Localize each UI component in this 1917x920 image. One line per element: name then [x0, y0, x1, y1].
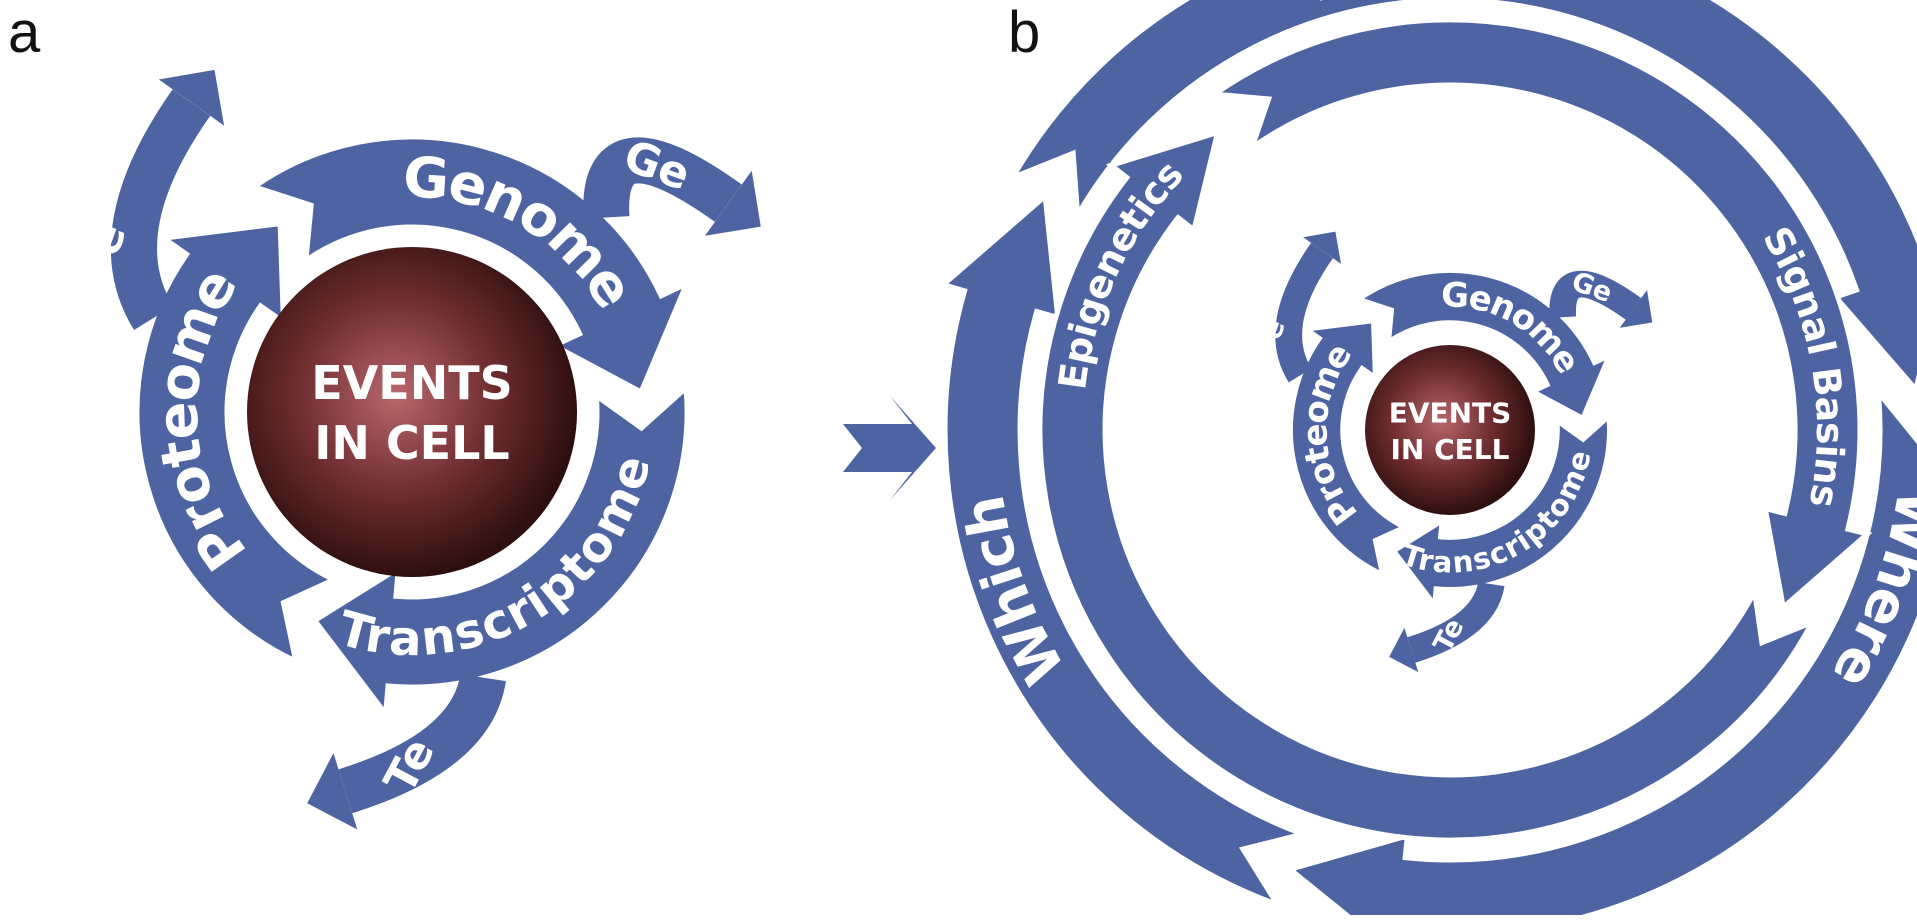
panel-a-core-line2: IN CELL — [314, 416, 509, 470]
panel-b-core-line1: EVENTS — [1389, 397, 1512, 430]
panel-b-diagram: WhenWhereWhichSignal BasinsEpigeneticsGe… — [938, 0, 1917, 920]
panel-b-te-branch-shaft — [1407, 581, 1505, 663]
panel-b-signal-basins-arrow — [1207, 17, 1873, 612]
panel-b-ge-branch-head — [1619, 290, 1653, 328]
right-arrow-icon — [843, 396, 936, 500]
panel-b-core-line2: IN CELL — [1391, 433, 1510, 466]
panel-a-diagram: GenomeTranscriptomeProteomeGeTePeEVENTSI… — [68, 69, 761, 830]
panel-b-label: b — [1008, 0, 1041, 65]
panel-a-genome-arrow — [248, 134, 692, 396]
panel-a-proteome-arrow — [134, 220, 340, 666]
panel-b-core-circle — [1365, 345, 1535, 515]
panel-b-pe-branch-shaft — [1275, 242, 1333, 383]
panel-a-core-circle — [247, 247, 577, 577]
panel-b-which-arrow — [938, 191, 1312, 910]
panel-a-transcriptome-arrow — [311, 382, 690, 721]
panel-b-epigenetics-arrow — [1037, 128, 1818, 843]
panel-a-te-branch-head — [307, 753, 358, 830]
panel-a-ge-branch-shaft — [583, 137, 742, 222]
panel-b-where-arrow — [1284, 384, 1917, 920]
panel-b-te-branch-head — [1389, 627, 1419, 673]
panel-a-core-line1: EVENTS — [311, 356, 512, 410]
panel-b-pe-branch-head — [1303, 231, 1341, 264]
panel-a-label: a — [8, 0, 41, 65]
panel-b-when-arrow — [1006, 0, 1917, 395]
panel-a-pe-branch-shaft — [110, 89, 211, 331]
panel-a-ge-branch-head — [705, 170, 761, 236]
panel-a-te-branch-shaft — [338, 673, 506, 814]
panel-b-genome-arrow — [1352, 268, 1615, 422]
panel-a-pe-branch-head — [158, 69, 225, 126]
panel-b-transcriptome-arrow — [1389, 410, 1612, 612]
panel-b-ge-branch-shaft — [1549, 270, 1642, 320]
panel-b-proteome-arrow — [1288, 317, 1411, 579]
